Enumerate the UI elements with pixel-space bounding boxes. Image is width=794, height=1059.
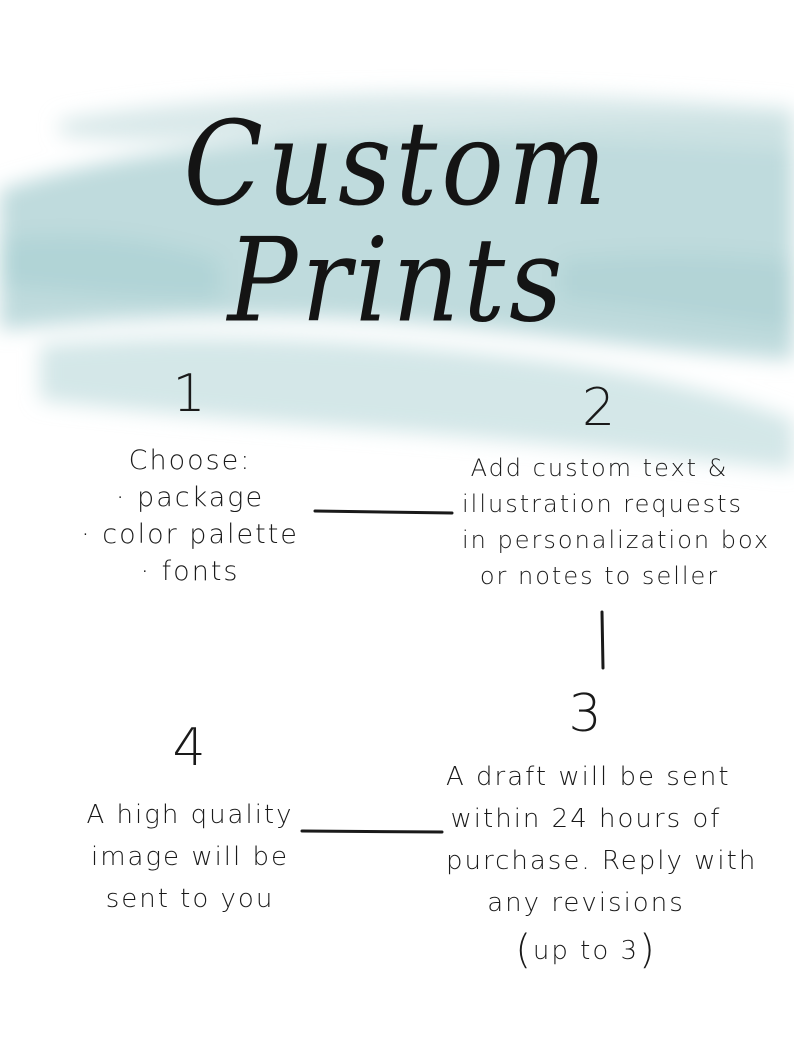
- step-line: Add custom text &: [470, 454, 729, 482]
- step-text: A draft will be sent within 24 hours of …: [446, 756, 758, 924]
- step-line: in personalization box: [462, 526, 771, 554]
- step-text: A high quality image will be sent to you: [70, 794, 310, 920]
- step-4: 4 A high quality image will be sent to y…: [70, 722, 310, 920]
- step-3: 3 A draft will be sent within 24 hours o…: [446, 684, 758, 973]
- step-2: 2 Add custom text & illustration request…: [462, 378, 771, 594]
- step-line: · fonts: [140, 556, 240, 587]
- step-line: · color palette: [81, 519, 299, 550]
- step-1: 1 Choose: · package · color palette · fo…: [70, 368, 310, 590]
- step-line: illustration requests: [462, 490, 744, 518]
- step-line: Choose:: [128, 445, 252, 476]
- step-text: Add custom text & illustration requests …: [462, 450, 771, 594]
- step-number: 2: [581, 378, 618, 438]
- step-line: A high quality: [86, 800, 294, 830]
- step-line: · package: [115, 482, 265, 513]
- step-line: A draft will be sent: [446, 762, 731, 792]
- step-number: 4: [172, 718, 208, 778]
- revision-note-text: up to 3: [532, 936, 640, 966]
- step-line: sent to you: [105, 884, 275, 914]
- revision-note: (up to 3): [515, 927, 657, 973]
- step-line: purchase. Reply with: [446, 846, 758, 876]
- step-line: within 24 hours of: [450, 804, 722, 834]
- step-line: or notes to seller: [479, 562, 720, 590]
- step-line: any revisions: [487, 888, 685, 918]
- page-title: Custom Prints: [183, 95, 611, 349]
- step-text: Choose: · package · color palette · font…: [70, 442, 310, 590]
- step-line: image will be: [90, 842, 290, 872]
- step-number: 1: [172, 364, 208, 424]
- step-number: 3: [568, 684, 604, 744]
